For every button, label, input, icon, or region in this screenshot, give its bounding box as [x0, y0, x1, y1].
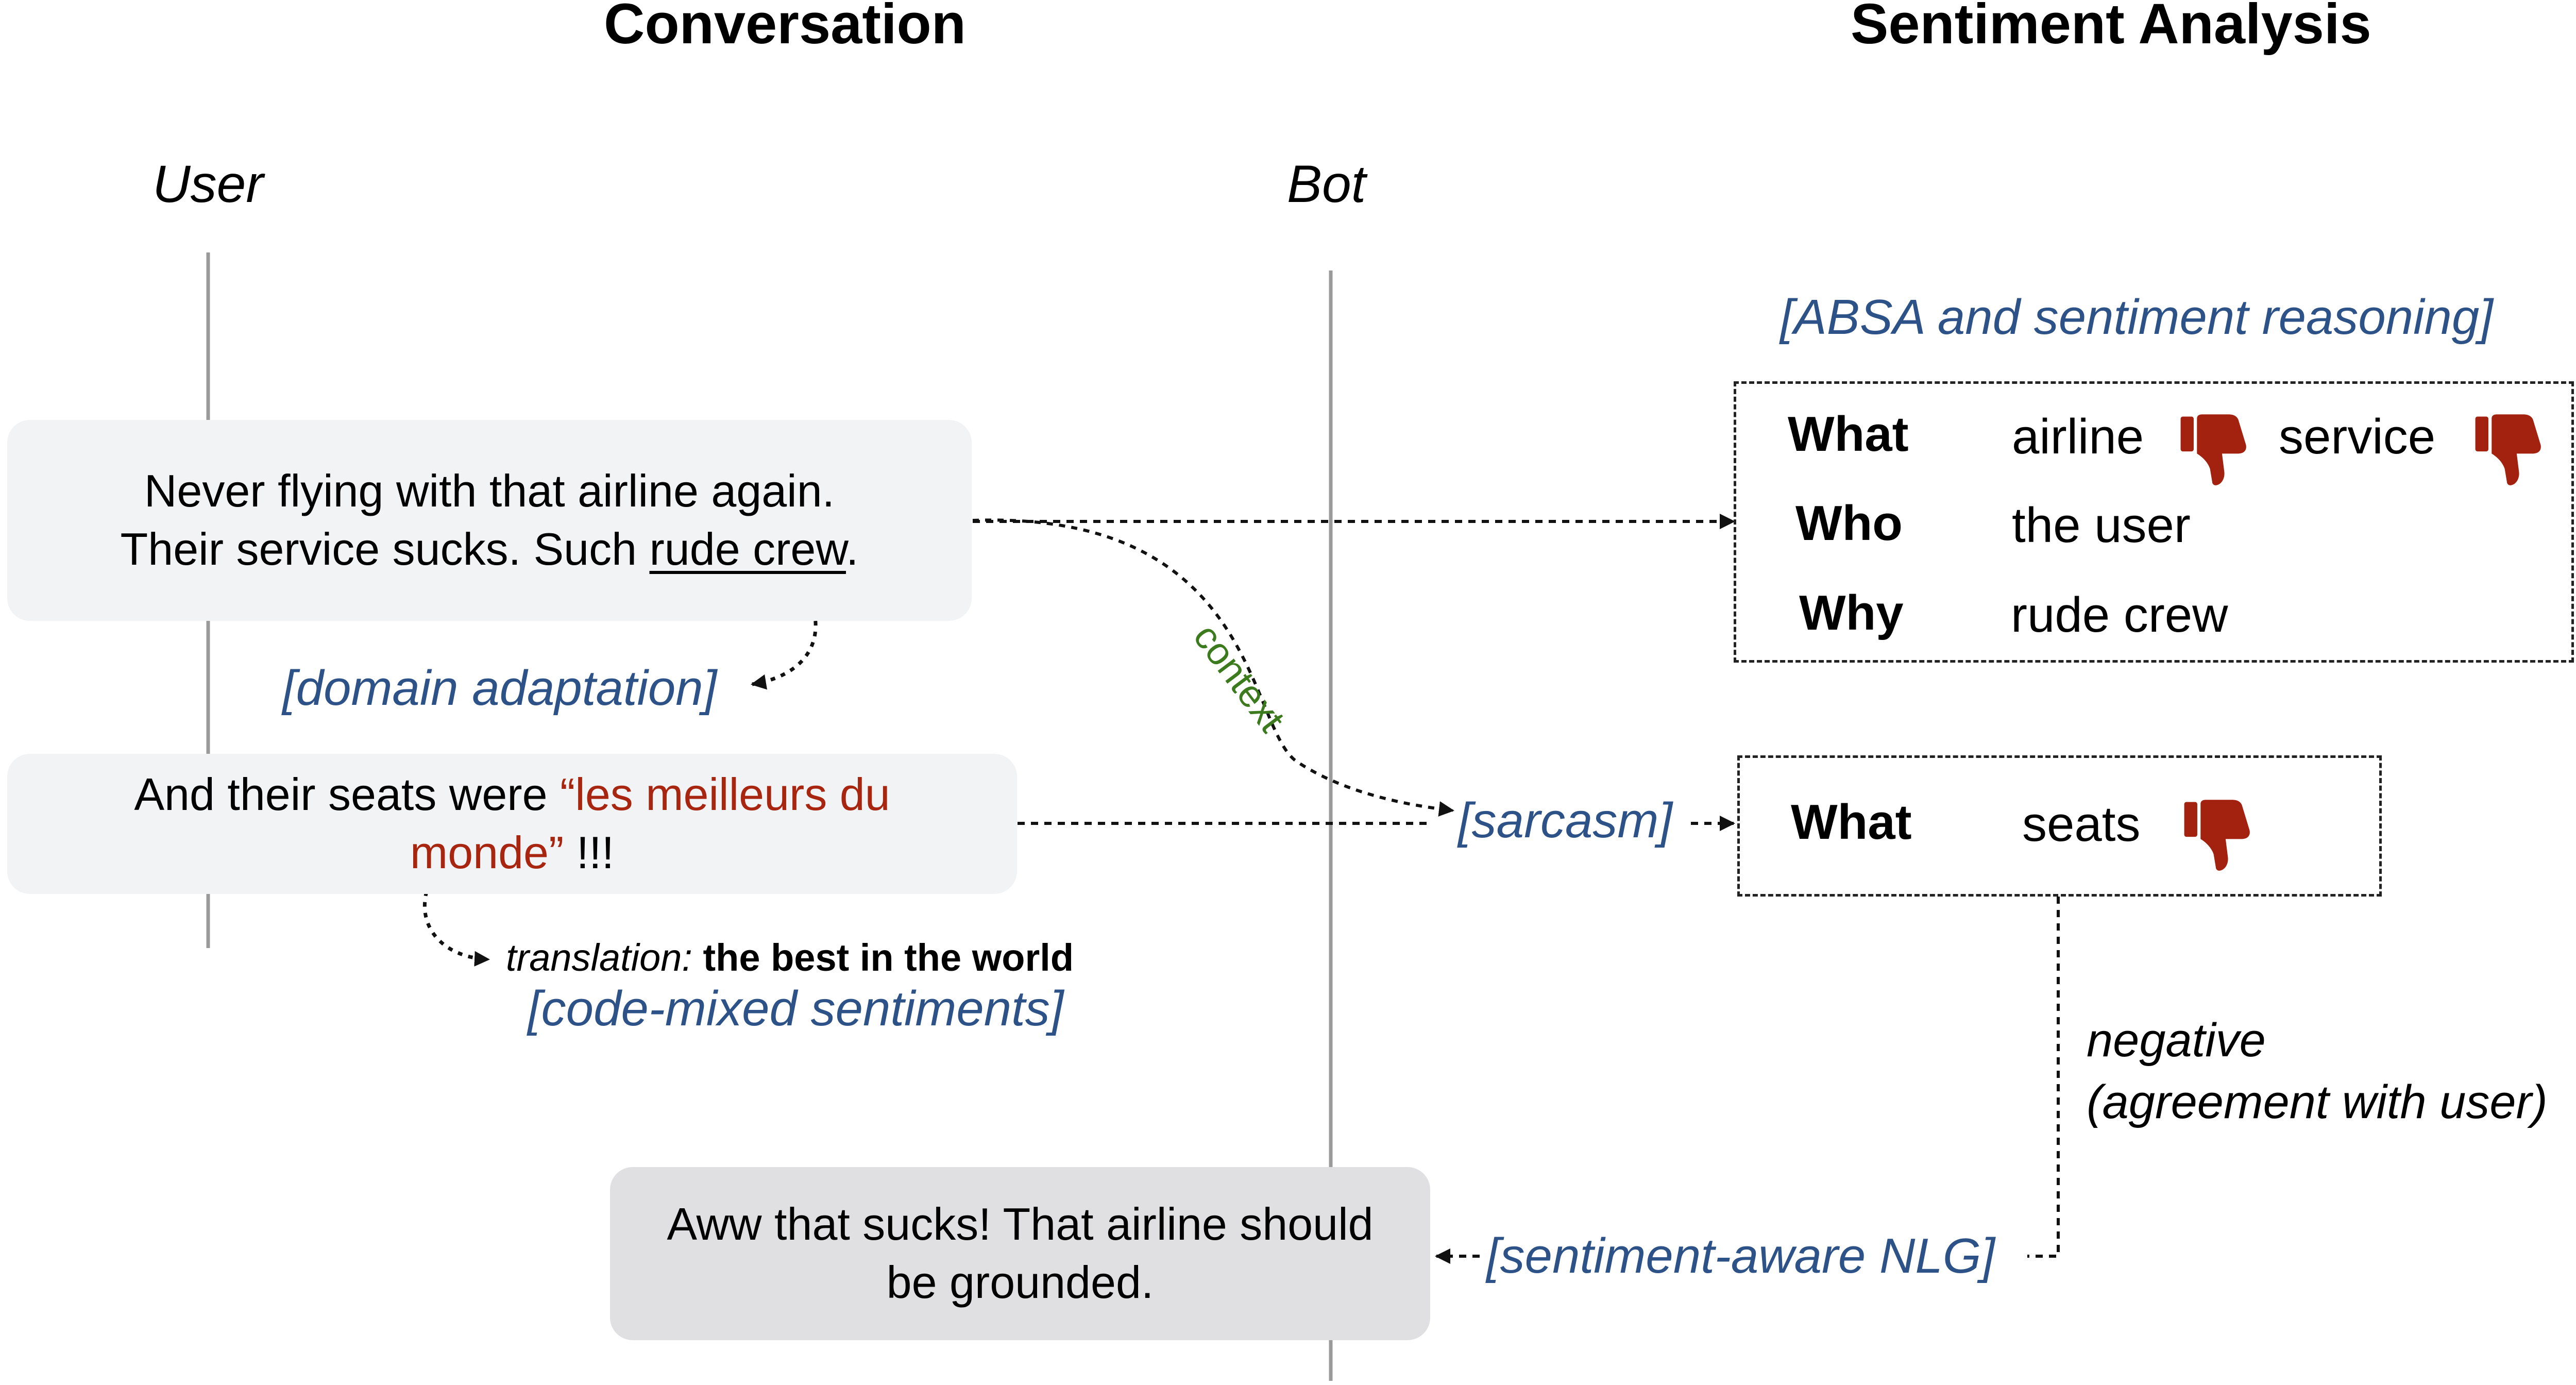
absa-tag: [ABSA and sentiment reasoning] [1780, 290, 2493, 345]
aspect-airline: airline [2012, 409, 2144, 464]
negative-note: negative (agreement with user) [2087, 1010, 2548, 1133]
thumbs-down-icon [2180, 414, 2246, 485]
user-message-2-line-1: And their seats were “les meilleurs du [134, 766, 890, 824]
code-mixed-phrase-end: monde” [410, 827, 564, 878]
negative-label: negative [2087, 1014, 2266, 1067]
absa-what-label: What [1788, 407, 1909, 462]
exclamation-marks: !!! [564, 827, 615, 878]
user-message-1-line-2: Their service sucks. Such rude crew. [121, 520, 859, 579]
translation-note: translation: the best in the world [506, 939, 1074, 977]
sarcasm-what-label: What [1791, 795, 1912, 850]
absa-why-value: rude crew [2011, 587, 2228, 643]
absa-box [1734, 381, 2574, 663]
absa-who-label: Who [1795, 496, 1903, 551]
user-message-2-text: And their seats were [134, 769, 560, 820]
sentiment-analysis-heading: Sentiment Analysis [1851, 0, 2371, 56]
conversation-heading: Conversation [604, 0, 966, 56]
rude-crew-underlined: rude crew [649, 523, 846, 575]
user-message-2-line-2: monde” !!! [410, 824, 614, 882]
thumbs-down-icon [2475, 414, 2541, 485]
code-mixed-tag: [code-mixed sentiments] [528, 981, 1064, 1036]
user-message-1: Never flying with that airline again. Th… [7, 420, 972, 621]
bot-message-line-1: Aww that sucks! That airline should [667, 1198, 1374, 1250]
aspect-seats: seats [2022, 797, 2141, 852]
sentiment-aware-nlg-tag: [sentiment-aware NLG] [1486, 1228, 1995, 1283]
code-mixed-phrase: “les meilleurs du [560, 769, 890, 820]
user-message-1-line-1: Never flying with that airline again. [144, 465, 835, 517]
arrow-negative-to-nlg [2027, 897, 2060, 1258]
arrow-translation [422, 891, 490, 967]
bot-lane-label: Bot [1287, 155, 1366, 213]
translation-text: the best in the world [692, 936, 1074, 979]
thumbs-down-icon [2184, 800, 2250, 871]
translation-label: translation: [506, 936, 692, 979]
aspect-service: service [2279, 409, 2436, 464]
arrow-domain-adaptation [751, 589, 818, 690]
absa-why-label: Why [1799, 585, 1904, 640]
user-message-2: And their seats were “les meilleurs du m… [7, 754, 1017, 894]
user-message-1-period: . [846, 523, 859, 575]
absa-who-value: the user [2012, 498, 2191, 553]
sarcasm-tag: [sarcasm] [1458, 793, 1673, 848]
domain-adaptation-tag: [domain adaptation] [282, 661, 717, 716]
agreement-label: (agreement with user) [2087, 1075, 2548, 1128]
user-lane-label: User [152, 155, 264, 213]
user-message-1-text: Their service sucks. Such [120, 523, 650, 575]
bot-message-line-2: be grounded. [886, 1257, 1154, 1308]
bot-message: Aww that sucks! That airline should be g… [610, 1167, 1430, 1340]
sarcasm-aspect-box [1737, 755, 2382, 897]
